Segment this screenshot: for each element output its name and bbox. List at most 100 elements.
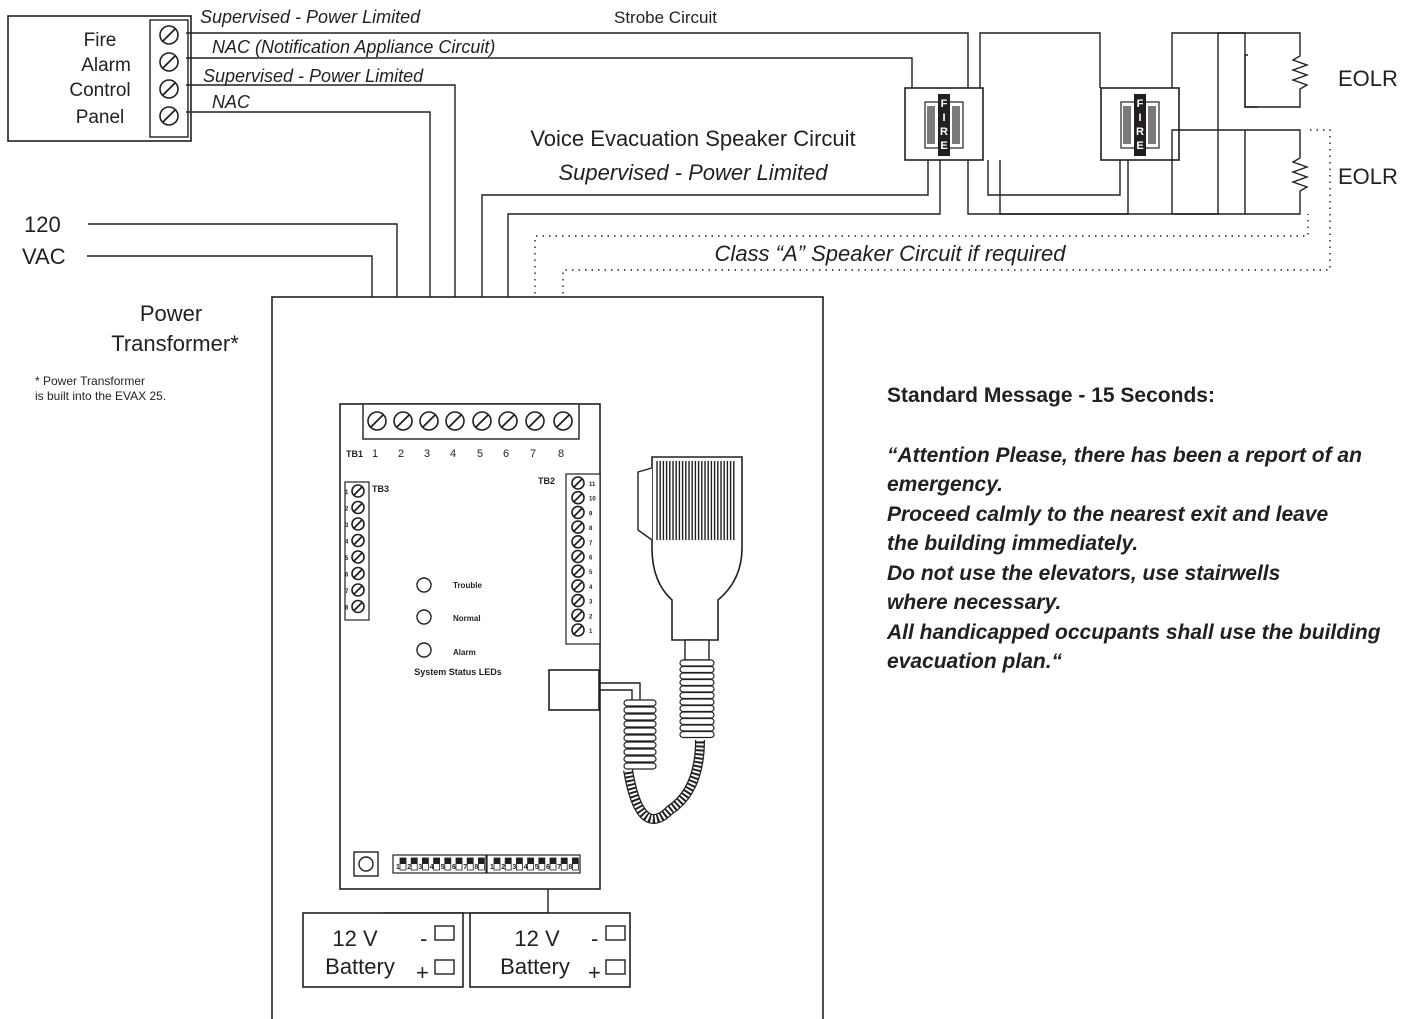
tb1-terminal-number: 3 (424, 448, 430, 460)
battery-1-name: Battery (325, 954, 395, 979)
battery-2-pos-terminal (605, 959, 626, 975)
transformer-note-2: is built into the EVAX 25. (35, 389, 166, 403)
battery-1-voltage: 12 V (332, 926, 378, 951)
wire-label-nac: NAC (212, 92, 251, 112)
dip-switch-number: 8 (474, 864, 478, 871)
ac-voltage-label: 120 (24, 212, 61, 237)
eolr-resistor-top (1290, 44, 1310, 95)
message-line-4: the building immediately. (887, 532, 1138, 555)
appliance-letter: F (1137, 98, 1144, 110)
tb3-screw (351, 566, 365, 581)
tb2-terminal-number: 7 (589, 541, 593, 547)
tb2-screw (571, 593, 585, 608)
message-line-3: Proceed calmly to the nearest exit and l… (887, 503, 1329, 526)
tb3-terminal-number: 3 (345, 523, 349, 529)
panel-terminal-screw (159, 25, 179, 45)
transformer-label-transformer: Transformer* (111, 331, 239, 356)
message-line-7: All handicapped occupants shall use the … (886, 621, 1381, 644)
microphone-ptt-button (637, 467, 653, 541)
panel-terminal-screw (159, 52, 179, 72)
tb1-screw (498, 411, 518, 431)
appliance-letter: I (1138, 112, 1141, 124)
tb2-terminal-number: 10 (589, 497, 596, 503)
transformer-label-power: Power (140, 301, 202, 326)
tb2-label: TB2 (538, 476, 555, 486)
standard-message: Standard Message - 15 Seconds: “Attentio… (886, 384, 1381, 673)
dip-switch-number: 2 (407, 864, 411, 871)
reset-button[interactable] (358, 856, 374, 872)
eolr-label-bottom: EOLR (1338, 164, 1398, 189)
panel-terminal-screw (159, 106, 179, 126)
battery-1-neg-terminal (434, 925, 455, 941)
dip-switch-number: 7 (557, 864, 561, 871)
tb3-terminal-number: 7 (345, 589, 349, 595)
tb2-terminal-number: 4 (589, 585, 593, 591)
tb2-screw (571, 505, 585, 520)
panel-label-panel: Panel (76, 107, 125, 128)
transformer-note-1: * Power Transformer (35, 374, 145, 388)
dip-switch-number: 1 (490, 864, 494, 871)
battery-1: 12 V Battery - + (302, 912, 464, 988)
tb1-screw (525, 411, 545, 431)
tb3-terminal-number: 4 (345, 540, 349, 546)
tb3-screw (351, 550, 365, 564)
battery-2: 12 V Battery - + (469, 912, 631, 988)
dip-switch-number: 1 (396, 864, 400, 871)
led-label-alarm: Alarm (453, 648, 476, 657)
dip-switch-number: 2 (501, 864, 505, 871)
wire-label-supervised-1: Supervised - Power Limited (200, 7, 421, 27)
appliance-letter: I (942, 112, 945, 124)
dip-switch-number: 5 (441, 864, 445, 871)
tb3-terminal-number: 1 (345, 490, 349, 496)
tb3-terminal-number: 2 (345, 507, 349, 513)
tb1-terminal-number: 8 (558, 448, 564, 460)
battery-1-pos-terminal (434, 959, 455, 975)
tb2-terminal-number: 2 (589, 614, 593, 620)
normal-led (416, 609, 432, 625)
dip-switch-number: 4 (430, 864, 434, 871)
eolr-label-top: EOLR (1338, 66, 1398, 91)
tb2-screw (571, 564, 585, 579)
wire-label-voice-supervised: Supervised - Power Limited (558, 160, 828, 185)
tb1-terminal-number: 7 (530, 448, 536, 460)
battery-2-voltage: 12 V (514, 926, 560, 951)
wire-label-supervised-2: Supervised - Power Limited (203, 66, 424, 86)
tb2-screw (571, 476, 585, 490)
fire-alarm-control-panel: Fire Alarm Control Panel (7, 15, 192, 142)
tb3-label: TB3 (372, 484, 389, 494)
dip-switch-number: 3 (418, 864, 422, 871)
panel-label-alarm: Alarm (81, 55, 131, 76)
tb1-terminal-number: 6 (503, 448, 509, 460)
battery-2-minus: - (591, 926, 598, 951)
tb2-terminal-number: 1 (589, 629, 593, 635)
eolr-resistor-bottom (1290, 145, 1310, 195)
dip-switch-number: 3 (512, 864, 516, 871)
tb1-screw (445, 411, 465, 431)
tb3-terminal-number: 8 (345, 606, 349, 612)
tb3-screw (351, 599, 365, 614)
panel-terminal-screws (159, 25, 179, 126)
ac-vac-label: VAC (22, 244, 66, 269)
tb2-terminal-number: 9 (589, 511, 593, 517)
panel-label-control: Control (69, 80, 130, 101)
battery-1-plus: + (416, 960, 429, 985)
wire-label-strobe-circuit: Strobe Circuit (614, 8, 717, 27)
tb2-terminal-number: 3 (589, 600, 593, 606)
tb1-screw (472, 411, 492, 431)
appliance-letter: R (1136, 126, 1144, 138)
dip-switch-number: 6 (452, 864, 456, 871)
led-label-normal: Normal (453, 614, 481, 623)
tb1-terminal-number: 1 (372, 448, 378, 460)
tb1-terminal-number: 5 (477, 448, 483, 460)
tb3-terminal-number: 5 (345, 556, 349, 562)
tb1-screw (419, 411, 439, 431)
panel-label-fire: Fire (84, 30, 117, 51)
dip-switch-number: 6 (546, 864, 550, 871)
